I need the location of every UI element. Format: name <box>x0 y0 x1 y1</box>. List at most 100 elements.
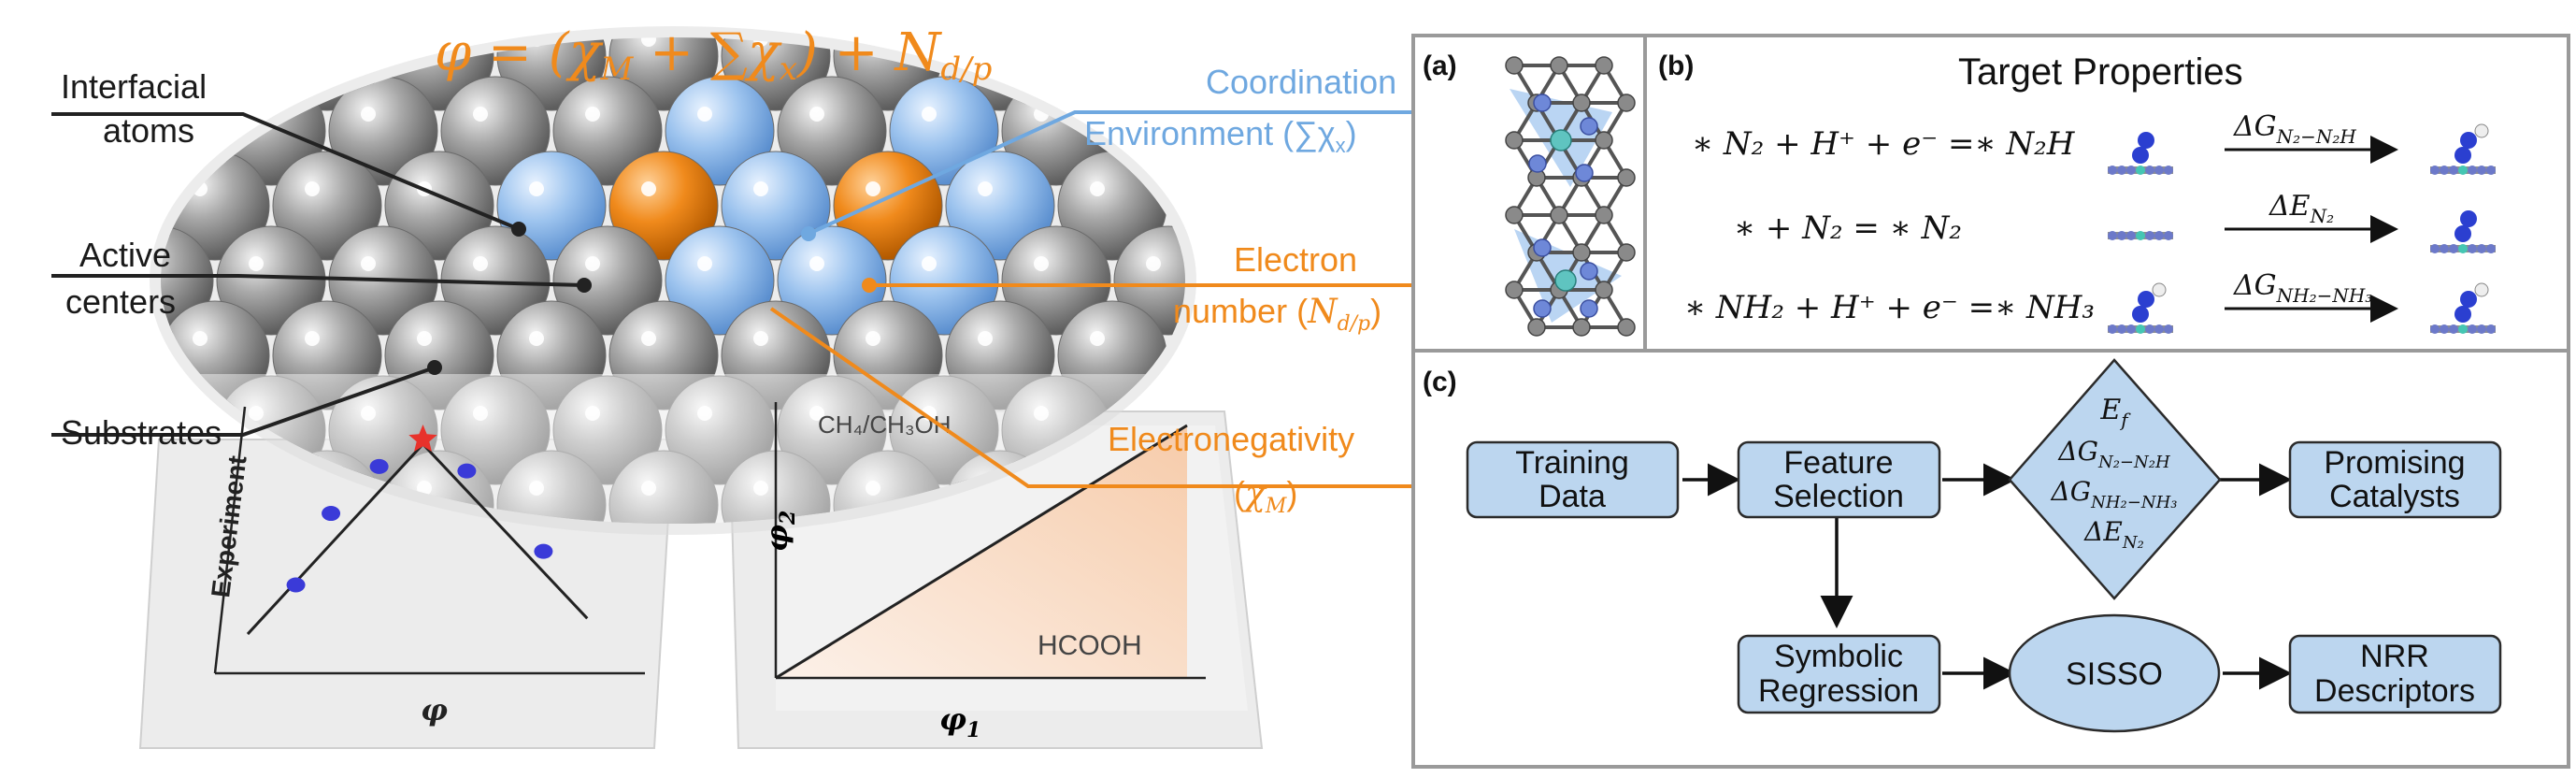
box-nrr-descriptors: NRR Descriptors <box>2288 634 2502 714</box>
substrate-atom <box>608 300 719 411</box>
ellipse-sisso: SISSO <box>2008 613 2221 733</box>
label-chi-m: (χM) <box>1234 474 1297 518</box>
coordinating-atom <box>1533 238 1552 257</box>
svg-text:Symbolic: Symbolic <box>1774 639 1903 674</box>
carbon-atom <box>1617 94 1636 112</box>
atom-highlight <box>80 331 95 346</box>
carbon-atom <box>1550 206 1568 224</box>
interfacial-atom <box>665 225 775 336</box>
panel-c-label: (c) <box>1423 367 1457 397</box>
descriptor-illustration: CH₄/CH₃OH HCOOH φ2 φ1 Experiment φ φ = (… <box>49 2 1411 749</box>
atom-highlight <box>529 331 544 346</box>
substrate-atom <box>161 225 214 336</box>
arrow-label-2: ΔEN₂ <box>2268 190 2334 227</box>
substrate-atom <box>49 451 157 559</box>
atom-highlight <box>417 481 432 496</box>
atom-highlight <box>80 181 95 196</box>
atom-highlight <box>473 406 488 421</box>
atom-highlight <box>585 406 600 421</box>
slab-empty <box>2108 231 2173 240</box>
substrate-atom <box>833 300 943 411</box>
linear-bottom-label: HCOOH <box>1038 630 1142 661</box>
carbon-atom <box>1527 318 1546 337</box>
descriptor-svg: CH₄/CH₃OH HCOOH φ2 φ1 Experiment φ φ = (… <box>49 2 1411 749</box>
atom-highlight <box>193 37 208 47</box>
substrate-atom <box>665 375 775 485</box>
workflow-panel: (a) (b) Target Properties ∗ N₂ + H⁺ + e⁻… <box>1411 0 2576 773</box>
atom-highlight <box>922 256 937 271</box>
svg-text:Catalysts: Catalysts <box>2329 479 2460 514</box>
coordinating-atom <box>1580 117 1598 136</box>
atom-highlight <box>305 181 320 196</box>
svg-text:SISSO: SISSO <box>2066 656 2163 692</box>
svg-text:Data: Data <box>1538 479 1606 514</box>
substrate-atom <box>552 76 663 186</box>
atom-highlight <box>978 331 993 346</box>
substrate-atom <box>1057 37 1167 111</box>
linear-xlabel: φ1 <box>939 701 980 742</box>
carbon-atom <box>1617 243 1636 262</box>
atom-highlight <box>1314 181 1329 196</box>
workflow-svg: (a) (b) Target Properties ∗ N₂ + H⁺ + e⁻… <box>1411 34 2570 769</box>
volcano-point <box>286 577 306 593</box>
label-coordination: Coordination <box>1206 63 1396 101</box>
coordinating-atom <box>1533 299 1552 318</box>
atom-highlight <box>361 256 376 271</box>
atom-highlight <box>866 181 880 196</box>
substrate-atom <box>608 37 719 111</box>
svg-text:Training: Training <box>1515 445 1629 481</box>
coordinating-atom <box>1528 154 1547 173</box>
atom-highlight <box>866 481 880 496</box>
atom-highlight <box>1202 331 1217 346</box>
svg-text:Feature: Feature <box>1783 445 1893 481</box>
substrate-atom <box>1395 2 1411 110</box>
substrate-atom <box>1001 225 1111 336</box>
substrate-atom <box>608 450 719 524</box>
atom-highlight <box>473 256 488 271</box>
svg-text:ΔGN₂−N₂H: ΔGN₂−N₂H <box>2057 436 2170 472</box>
atom-highlight <box>866 331 880 346</box>
substrate-atom <box>384 151 494 261</box>
substrate-atom <box>1395 451 1411 559</box>
substrate-atom <box>945 300 1055 411</box>
substrate-atom <box>272 300 382 411</box>
atom-highlight <box>1314 331 1329 346</box>
svg-text:ΔGNH₂−NH₃: ΔGNH₂−NH₃ <box>2050 476 2177 512</box>
substrate-atom <box>721 37 831 111</box>
substrate-atom <box>496 37 607 111</box>
reaction-arrows <box>2225 136 2398 323</box>
interfacial-atom <box>665 76 775 186</box>
volcano-point <box>457 463 477 479</box>
volcano-point <box>322 506 341 522</box>
atom-highlight <box>753 331 768 346</box>
label-interfacial: Interfacial <box>61 67 207 106</box>
carbon-atom <box>1617 318 1636 337</box>
svg-text:ΔEN₂: ΔEN₂ <box>2083 516 2144 553</box>
svg-text:NRR: NRR <box>2360 639 2429 674</box>
volcano-point <box>369 458 389 474</box>
atom-highlight <box>922 107 937 122</box>
panel-a-label: (a) <box>1423 50 1457 81</box>
atom-highlight <box>1370 406 1385 421</box>
slab-nh2-adsorbed <box>2108 282 2173 334</box>
label-atoms: atoms <box>103 111 194 150</box>
substrate-atom <box>1395 301 1411 410</box>
atom-highlight <box>1146 256 1161 271</box>
carbon-atom <box>1505 56 1524 75</box>
label-electronegativity: Electronegativity <box>1108 420 1354 458</box>
atom-highlight <box>1090 37 1105 47</box>
box-symbolic-regression: Symbolic Regression <box>1737 634 1941 714</box>
atom-highlight <box>1090 181 1105 196</box>
interfacial-atom <box>889 225 999 336</box>
substrate-atom <box>1282 451 1391 559</box>
interfacial-atom <box>777 225 887 336</box>
atom-highlight <box>529 181 544 196</box>
outer-frame <box>1411 34 2570 769</box>
svg-text:Promising: Promising <box>2324 445 2465 481</box>
atom-highlight <box>753 181 768 196</box>
box-feature-selection: Feature Selection <box>1737 440 1941 519</box>
carbon-atom <box>1595 206 1613 224</box>
diamond-targets: Ef ΔGN₂−N₂H ΔGNH₂−NH₃ ΔEN₂ <box>2008 358 2222 600</box>
reaction-2: ∗ + N₂ = ∗ N₂ <box>1734 209 1962 247</box>
carbon-atom <box>1595 281 1613 299</box>
